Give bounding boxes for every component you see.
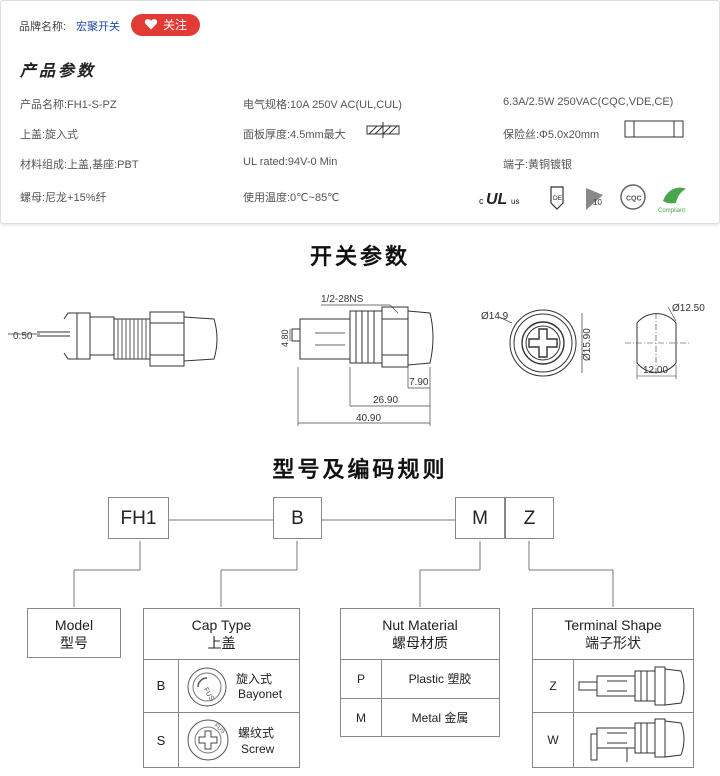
terminal-shape-label-cn: 端子形状 [585, 635, 641, 651]
terminal-shape-label-en: Terminal Shape [564, 617, 662, 633]
dim-nut-label: 7.90 [409, 377, 429, 388]
ul-logo-icon: c UL us [479, 191, 519, 208]
dim-flat-label: 12.00 [643, 365, 668, 376]
dim-panel-diameter-label: Ø15.90 [582, 328, 593, 361]
front-view-drawing [498, 309, 583, 377]
nut-plastic-label: Plastic 塑胶 [408, 672, 472, 686]
dim-thread-label: 1/2-28NS [321, 294, 364, 305]
spec-ul-rating: UL rated:94V-0 Min [243, 156, 338, 168]
nut-code-m: M [341, 699, 382, 737]
model-box: Model 型号 [27, 608, 121, 658]
nut-row-metal: M Metal 金属 [341, 698, 499, 737]
cap-screw-cn: 螺纹式 [238, 726, 275, 740]
bayonet-cap-icon: FUS [187, 667, 227, 707]
cap-type-label-en: Cap Type [191, 617, 252, 633]
cap-screw-en: Screw [241, 742, 275, 756]
model-label-en: Model [54, 617, 94, 633]
spec-nut: 螺母:尼龙+15%纤 [20, 192, 107, 204]
terminal-code-w: W [533, 713, 574, 768]
terminal-shape-table: Terminal Shape 端子形状 Z W [532, 608, 694, 768]
dim-lead-label: 0.50 [13, 331, 33, 342]
cap-bayonet-cn: 旋入式 [236, 672, 273, 686]
dim-hole-diameter-label: Ø12.50 [672, 303, 705, 314]
cap-code-s: S [144, 713, 179, 768]
svg-text:10: 10 [593, 198, 602, 207]
nut-code-p: P [341, 660, 382, 698]
svg-text:DE: DE [553, 195, 563, 202]
terminal-bent-icon [590, 718, 685, 762]
spec-electrical: 电气规格:10A 250V AC(UL,CUL) [243, 99, 402, 111]
dim-body-label: 26.90 [373, 395, 398, 406]
spec-fuse: 保险丝:Φ5.0x20mm [503, 129, 600, 141]
spec-material: 材料组成:上盖,基座:PBT [20, 159, 139, 171]
svg-text:us: us [511, 197, 519, 206]
coding-connector-lines [73, 519, 614, 607]
nut-material-label-en: Nut Material [382, 617, 458, 633]
terminal-straight-icon [578, 666, 685, 706]
dimension-view-drawing [291, 306, 434, 368]
svg-text:CQC: CQC [626, 196, 642, 203]
heart-icon [144, 19, 158, 30]
svg-text:c: c [479, 196, 484, 206]
dim-total-label: 40.90 [356, 413, 381, 424]
screw-cap-icon: FUS [187, 719, 229, 761]
dim-height-label: 4.80 [280, 329, 290, 347]
nut-material-table: Nut Material 螺母材质 P Plastic 塑胶 M Metal 金… [340, 608, 500, 737]
code-model: FH1 [108, 497, 169, 539]
cap-type-table: Cap Type 上盖 B FUS 旋入式 Bayonet S FUS 螺纹式 … [143, 608, 300, 768]
spec-product-name: 产品名称:FH1-S-PZ [20, 99, 117, 111]
cap-type-label-cn: 上盖 [207, 635, 236, 651]
code-terminal: Z [505, 497, 554, 539]
cqc-logo-icon: CQC [620, 184, 646, 210]
svg-text:UL: UL [486, 191, 507, 208]
certification-logos: c UL us DE 10 CQC Compliant [479, 184, 686, 214]
terminal-row-w: W [533, 712, 693, 768]
coding-rules-title: 型号及编码规则 [272, 457, 448, 482]
product-params-title: 产品参数 [20, 61, 97, 80]
cap-row-bayonet: B FUS 旋入式 Bayonet [144, 659, 299, 712]
spec-panel-thickness: 面板厚度:4.5mm最大 [243, 129, 346, 141]
nut-metal-label: Metal 金属 [411, 711, 469, 725]
panel-hole-drawing [625, 306, 690, 379]
nut-material-label-cn: 螺母材质 [392, 635, 448, 651]
dim-cap-diameter-label: Ø14.9 [481, 311, 509, 322]
panel-thickness-icon [366, 122, 400, 138]
code-nut: M [455, 497, 505, 539]
product-info-card [0, 0, 720, 224]
switch-params-title: 开关参数 [309, 244, 410, 269]
cap-code-b: B [144, 660, 179, 712]
side-view-drawing [37, 311, 218, 367]
follow-button[interactable]: 关注 [131, 14, 200, 36]
model-label-cn: 型号 [60, 635, 88, 651]
spec-cap: 上盖:旋入式 [20, 129, 79, 141]
vde-logo-icon: DE [550, 186, 564, 210]
spec-temperature: 使用温度:0℃~85℃ [243, 192, 340, 204]
cap-row-screw: S FUS 螺纹式 Screw [144, 712, 299, 768]
follow-label: 关注 [163, 18, 188, 32]
brand-name-link[interactable]: 宏聚开关 [76, 21, 120, 33]
spec-terminal: 端子:黄铜镀银 [503, 159, 573, 171]
rohs-logo-icon: Compliant [658, 187, 686, 214]
spec-rating: 6.3A/2.5W 250VAC(CQC,VDE,CE) [503, 96, 674, 108]
nut-row-plastic: P Plastic 塑胶 [341, 659, 499, 698]
fuse-icon [624, 120, 684, 138]
ccc-logo-icon: 10 [586, 188, 603, 210]
code-cap: B [273, 497, 322, 539]
cap-bayonet-en: Bayonet [238, 687, 283, 701]
terminal-code-z: Z [533, 660, 574, 712]
dimension-drawings: 0.50 1/2-28NS 4.80 7.90 26.90 40.90 Ø14.… [8, 294, 705, 426]
svg-text:Compliant: Compliant [658, 208, 685, 214]
brand-label: 品牌名称: [19, 21, 67, 33]
terminal-row-z: Z [533, 659, 693, 712]
